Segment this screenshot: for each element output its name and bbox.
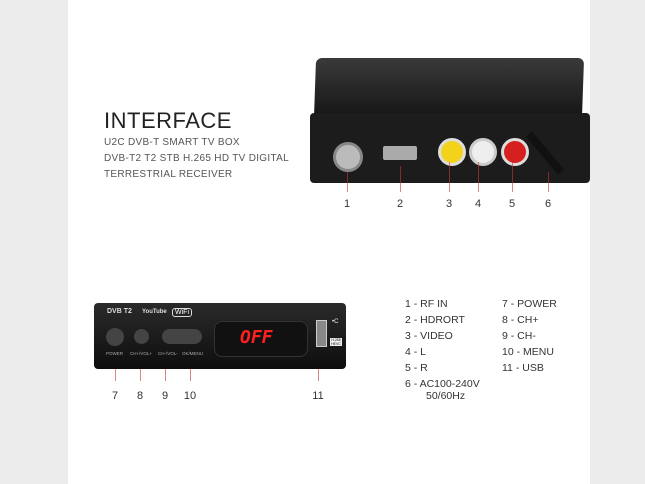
legend-item: 6 - AC100-240V [405,378,480,390]
callout-number: 11 [312,390,324,402]
callout-number: 9 [161,390,169,402]
subtitle-line: DVB-T2 T2 STB H.265 HD TV DIGITAL [104,153,289,164]
subtitle-line: U2C DVB-T SMART TV BOX [104,137,240,148]
hevc-badge: H.265 HEVC [330,338,342,346]
legend-item: 5 - R [405,362,428,374]
youtube-logo: YouTube [142,309,167,315]
legend-item: 2 - HDRORT [405,314,465,326]
callout-number: 8 [136,390,144,402]
button-label: POWER [106,351,124,356]
legend-left: 1 - RF IN 2 - HDRORT 3 - VIDEO 4 - L 5 -… [405,296,480,402]
rf-in-port [333,142,363,172]
ch-up-button [134,329,149,344]
button-label: OK/MENU [182,351,204,356]
legend-item: 7 - POWER [502,298,557,310]
legend-item: 11 - USB [502,362,544,374]
callout-number: 5 [508,198,516,210]
legend-item: 3 - VIDEO [405,330,453,342]
video-port [438,138,466,166]
wifi-logo: WiFi [172,308,192,317]
led-display: OFF [240,327,273,348]
audio-l-port [469,138,497,166]
callout-number: 7 [111,390,119,402]
subtitle-line: TERRESTRIAL RECEIVER [104,169,233,180]
callout-number: 1 [343,198,351,210]
rear-device [305,58,593,186]
display-window [214,321,308,357]
callout-number: 6 [544,198,552,210]
hdmi-port [383,146,417,160]
ch-down-menu-rocker [162,329,202,344]
callout-number: 10 [183,390,197,402]
button-label: CH-/VOL- [158,351,178,356]
callout-number: 2 [396,198,404,210]
legend-item: 50/60Hz [426,390,466,402]
legend-item: 10 - MENU [502,346,554,358]
usb-port [316,320,327,347]
temp-label: •C [332,319,339,325]
legend-item: 4 - L [405,346,427,358]
callout-number: 3 [445,198,453,210]
legend-item: 1 - RF IN [405,298,448,310]
legend-right: 7 - POWER 8 - CH+ 9 - CH- 10 - MENU 11 -… [502,296,557,376]
front-device: DVB T2 YouTube WiFi POWER CH+/VOL+ CH-/V… [94,303,346,369]
heading: INTERFACE [104,108,232,133]
legend-item: 8 - CH+ [502,314,539,326]
button-label: CH+/VOL+ [130,351,153,356]
audio-r-port [501,138,529,166]
power-button [106,328,124,346]
callout-number: 4 [474,198,482,210]
legend-item: 9 - CH- [502,330,536,342]
dvb-logo: DVB T2 [107,308,132,315]
